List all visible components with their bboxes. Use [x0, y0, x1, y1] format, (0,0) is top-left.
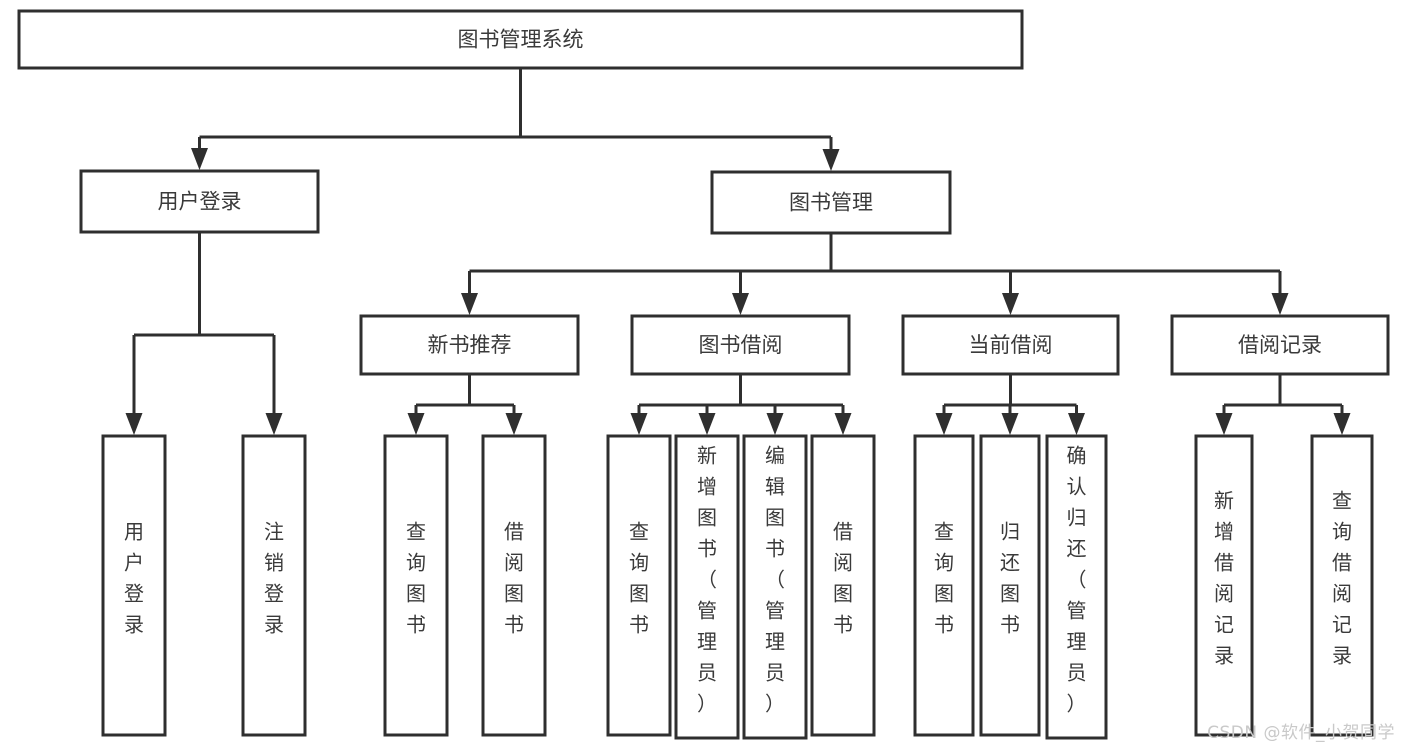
- node-box: [383, 434, 449, 737]
- node-leaf-query-book-3[interactable]: 查询图书: [913, 434, 975, 737]
- node-label: 查询借阅记录: [1332, 488, 1352, 667]
- node-label: 新书推荐: [428, 333, 512, 357]
- node-box: [674, 434, 740, 740]
- node-label: 当前借阅: [969, 333, 1053, 357]
- node-label: 归还图书: [1000, 519, 1020, 636]
- node-label: 用户登录: [158, 190, 242, 214]
- node-label: 图书管理系统: [458, 28, 584, 52]
- node-leaf-add-book[interactable]: 新增图书（管理员）: [674, 434, 740, 740]
- node-box: [913, 434, 975, 737]
- node-new-book-rec[interactable]: 新书推荐: [359, 314, 580, 376]
- node-leaf-query-book-1[interactable]: 查询图书: [383, 434, 449, 737]
- csdn-watermark: CSDN @软件_小贺同学: [1207, 723, 1395, 743]
- node-current-borrow[interactable]: 当前借阅: [901, 314, 1120, 376]
- node-leaf-return-book[interactable]: 归还图书: [979, 434, 1041, 737]
- node-box: [359, 314, 580, 376]
- node-label: 借阅图书: [504, 519, 524, 636]
- node-box: [742, 434, 808, 740]
- node-book-borrow[interactable]: 图书借阅: [630, 314, 851, 376]
- node-leaf-borrow-book-1[interactable]: 借阅图书: [481, 434, 547, 737]
- node-box: [241, 434, 307, 737]
- node-box: [606, 434, 672, 737]
- node-root[interactable]: 图书管理系统: [17, 9, 1024, 70]
- node-box: [630, 314, 851, 376]
- node-box: [101, 434, 167, 737]
- node-box: [17, 9, 1024, 70]
- node-label: 借阅记录: [1238, 333, 1322, 357]
- node-leaf-borrow-book-2[interactable]: 借阅图书: [810, 434, 876, 737]
- node-box: [710, 170, 952, 235]
- node-layer: 图书管理系统用户登录图书管理新书推荐图书借阅当前借阅借阅记录用户登录注销登录查询…: [17, 9, 1390, 740]
- node-label: 新增借阅记录: [1214, 488, 1234, 667]
- node-user-login[interactable]: 用户登录: [79, 169, 320, 234]
- node-label: 查询图书: [629, 519, 649, 636]
- node-book-manage[interactable]: 图书管理: [710, 170, 952, 235]
- node-leaf-edit-book[interactable]: 编辑图书（管理员）: [742, 434, 808, 740]
- node-label: 查询图书: [934, 519, 954, 636]
- node-label: 查询图书: [406, 519, 426, 636]
- node-label: 注销登录: [264, 519, 284, 636]
- node-label: 借阅图书: [833, 519, 853, 636]
- node-leaf-logout[interactable]: 注销登录: [241, 434, 307, 737]
- node-label: 确认归还（管理员）: [1067, 443, 1087, 715]
- node-leaf-user-login[interactable]: 用户登录: [101, 434, 167, 737]
- node-box: [481, 434, 547, 737]
- node-label: 图书管理: [789, 191, 873, 215]
- node-box: [1194, 434, 1254, 737]
- node-label: 编辑图书（管理员）: [765, 443, 785, 715]
- node-borrow-record[interactable]: 借阅记录: [1170, 314, 1390, 376]
- node-box: [1310, 434, 1374, 737]
- node-box: [979, 434, 1041, 737]
- node-label: 图书借阅: [699, 333, 783, 357]
- node-leaf-query-book-2[interactable]: 查询图书: [606, 434, 672, 737]
- node-leaf-confirm-return[interactable]: 确认归还（管理员）: [1045, 434, 1108, 740]
- connector-layer: [125, 68, 1351, 435]
- node-box: [1170, 314, 1390, 376]
- node-box: [79, 169, 320, 234]
- node-box: [901, 314, 1120, 376]
- node-label: 新增图书（管理员）: [697, 443, 717, 715]
- node-box: [810, 434, 876, 737]
- node-label: 用户登录: [124, 519, 144, 636]
- node-leaf-query-record[interactable]: 查询借阅记录: [1310, 434, 1374, 737]
- node-box: [1045, 434, 1108, 740]
- node-leaf-add-record[interactable]: 新增借阅记录: [1194, 434, 1254, 737]
